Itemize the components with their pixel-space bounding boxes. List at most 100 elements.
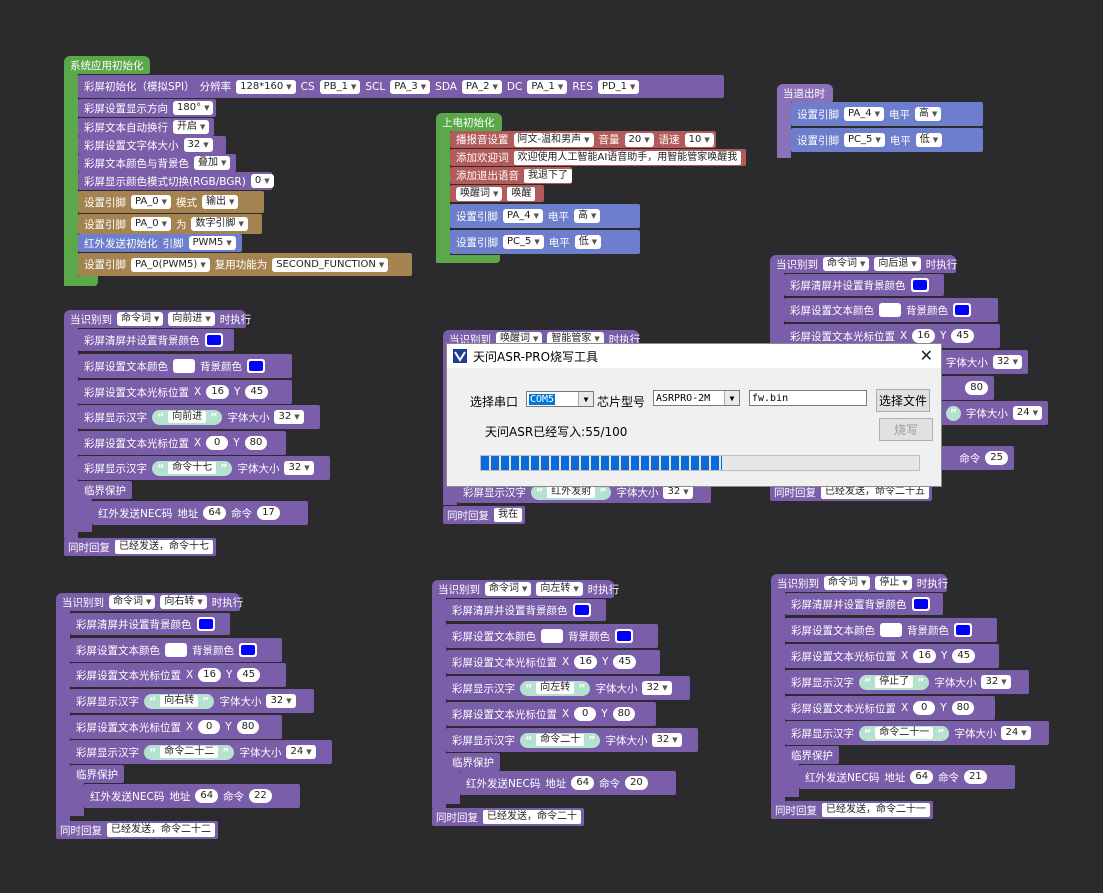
- forward-text-color[interactable]: [173, 359, 195, 373]
- forward-show2-size[interactable]: 32▼: [284, 461, 314, 475]
- forward-nec-cmd[interactable]: 17: [257, 506, 280, 520]
- middle-reply-input[interactable]: 我在: [494, 508, 522, 522]
- left-nec-cmd[interactable]: 20: [625, 776, 648, 790]
- burn-button[interactable]: 烧写: [879, 418, 933, 441]
- back-cursor2-y[interactable]: 80: [965, 381, 988, 395]
- back-text-color[interactable]: [879, 303, 901, 317]
- left-color-block[interactable]: 彩屏设置文本颜色背景颜色: [446, 624, 658, 648]
- right-nec-cmd[interactable]: 22: [249, 789, 272, 803]
- right-cursor1-x[interactable]: 16: [198, 668, 221, 682]
- right-cursor1-y[interactable]: 45: [237, 668, 261, 682]
- middle-kind-dropdown[interactable]: 唤醒词▼: [496, 332, 543, 346]
- middle-show-text[interactable]: “红外发射”: [531, 484, 612, 500]
- left-bg-color[interactable]: [615, 629, 633, 643]
- stop-kind-dropdown[interactable]: 命令词▼: [824, 576, 871, 590]
- stop-text-color[interactable]: [880, 623, 902, 637]
- left-reply-input[interactable]: 已经发送，命令二十: [483, 810, 581, 824]
- left-kind-dropdown[interactable]: 命令词▼: [485, 582, 532, 596]
- choose-file-button[interactable]: 选择文件: [876, 389, 930, 412]
- sys-init-hat[interactable]: 系统应用初始化: [64, 56, 150, 74]
- forward-bg-color[interactable]: [247, 359, 265, 373]
- forward-reply-block[interactable]: 同时回复已经发送，命令十七: [64, 538, 216, 556]
- forward-show2-text[interactable]: “命令十七”: [152, 460, 233, 476]
- right-reply-input[interactable]: 已经发送，命令二十二: [107, 823, 215, 837]
- right-show2-text[interactable]: “命令二十二”: [144, 744, 235, 760]
- middle-word-dropdown[interactable]: 智能管家▼: [547, 332, 604, 346]
- ir-pin-dropdown[interactable]: PWM5▼: [188, 236, 236, 250]
- stop-word-dropdown[interactable]: 停止▼: [875, 576, 912, 590]
- right-show2-size[interactable]: 24▼: [286, 745, 316, 759]
- back-show2-text[interactable]: ”: [945, 405, 961, 421]
- forward-reply-input[interactable]: 已经发送，命令十七: [115, 540, 213, 554]
- forward-hat[interactable]: 当识别到命令词▼向前进▼时执行: [64, 310, 251, 328]
- back-cursor1-y[interactable]: 45: [951, 329, 975, 343]
- cs-dropdown[interactable]: PB_1▼: [319, 79, 361, 94]
- file-field[interactable]: fw.bin: [749, 390, 867, 406]
- wrap-block[interactable]: 彩屏文本自动换行开启▼: [78, 118, 214, 136]
- right-crit-block[interactable]: 临界保护: [70, 765, 124, 783]
- stop-cursor1-x[interactable]: 16: [913, 649, 936, 663]
- back-nec-cmd[interactable]: 25: [985, 451, 1008, 465]
- right-show1-text[interactable]: “向右转”: [144, 693, 215, 709]
- stop-show1-size[interactable]: 32▼: [981, 675, 1011, 689]
- exit-voice-block[interactable]: 添加退出语音我退下了: [450, 167, 572, 184]
- forward-kind-dropdown[interactable]: 命令词▼: [117, 312, 164, 326]
- welcome-input[interactable]: 欢迎使用人工智能AI语音助手，用智能管家唤醒我: [513, 150, 742, 165]
- speed-dropdown[interactable]: 10▼: [684, 132, 714, 147]
- right-clear-color[interactable]: [196, 617, 215, 631]
- stop-nec-cmd[interactable]: 21: [964, 770, 987, 784]
- stop-show1-text[interactable]: “停止了”: [859, 674, 930, 690]
- colorbg-block[interactable]: 彩屏文本颜色与背景色叠加▼: [78, 154, 236, 172]
- stop-reply-block[interactable]: 同时回复已经发送，命令二十一: [771, 801, 933, 819]
- forward-word-dropdown[interactable]: 向前进▼: [168, 312, 215, 326]
- sda-dropdown[interactable]: PA_2▼: [461, 79, 502, 94]
- back-reply-input[interactable]: 已经发送，命令二十五: [821, 485, 929, 499]
- left-cursor1-x[interactable]: 16: [574, 655, 597, 669]
- scl-dropdown[interactable]: PA_3▼: [390, 79, 431, 94]
- back-show2-size[interactable]: 24▼: [1012, 406, 1042, 420]
- welcome-block[interactable]: 添加欢迎词欢迎使用人工智能AI语音助手，用智能管家唤醒我: [450, 149, 746, 166]
- back-clear-block[interactable]: 彩屏清屏并设置背景颜色: [784, 274, 944, 296]
- left-text-color[interactable]: [541, 629, 563, 643]
- stop-hat[interactable]: 当识别到命令词▼停止▼时执行: [771, 574, 948, 592]
- forward-cursor2-y[interactable]: 80: [244, 436, 268, 450]
- close-icon[interactable]: ✕: [919, 346, 933, 365]
- right-clear-block[interactable]: 彩屏清屏并设置背景颜色: [70, 613, 230, 635]
- right-kind-dropdown[interactable]: 命令词▼: [109, 595, 156, 609]
- power-init-hat[interactable]: 上电初始化: [436, 113, 502, 131]
- wake-word-block[interactable]: 唤醒词▼唤醒: [450, 185, 544, 202]
- exit-lvl-a-dropdown[interactable]: 高▼: [914, 107, 942, 121]
- dialog-titlebar[interactable]: 天问ASR-PRO烧写工具: [447, 344, 941, 368]
- voice-dropdown[interactable]: 阿文-温和男声▼: [513, 132, 594, 147]
- forward-clear-block[interactable]: 彩屏清屏并设置背景颜色: [78, 329, 234, 351]
- rst-dropdown[interactable]: PD_1▼: [597, 79, 640, 94]
- exit-lvl-b-dropdown[interactable]: 低▼: [915, 133, 943, 147]
- right-word-dropdown[interactable]: 向右转▼: [160, 595, 207, 609]
- wake-word-input[interactable]: 唤醒: [507, 186, 536, 201]
- forward-cursor2-x[interactable]: 0: [206, 436, 229, 450]
- right-text-color[interactable]: [165, 643, 187, 657]
- back-color-block[interactable]: 彩屏设置文本颜色背景颜色: [784, 298, 998, 322]
- stop-show2-size[interactable]: 24▼: [1001, 726, 1031, 740]
- back-show1-size[interactable]: 32▼: [992, 355, 1022, 369]
- left-cursor1-y[interactable]: 45: [613, 655, 637, 669]
- colorbg-dropdown[interactable]: 叠加▼: [194, 156, 231, 170]
- left-nec-addr[interactable]: 64: [571, 776, 595, 790]
